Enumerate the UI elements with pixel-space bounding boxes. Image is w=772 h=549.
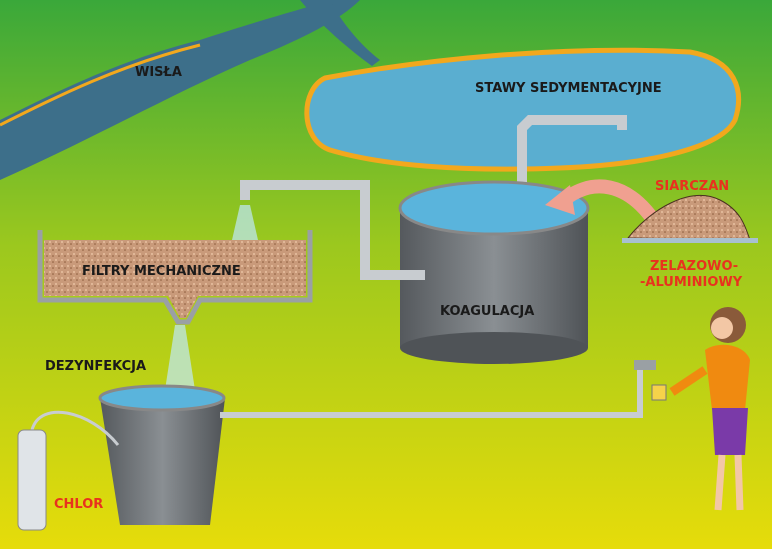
- sulfate-tray: [622, 238, 758, 243]
- ponds-label: STAWY SEDYMENTACYJNE: [475, 81, 662, 96]
- sulfate-label-1: SIARCZAN: [655, 179, 729, 194]
- woman-arm: [669, 366, 708, 396]
- woman-shirt: [705, 344, 750, 410]
- disinfection-label: DEZYNFEKCJA: [45, 359, 146, 374]
- filter-stream: [165, 325, 195, 390]
- pond-pipe: [517, 115, 627, 205]
- chlorine-cylinder: [17, 429, 47, 531]
- glass: [651, 384, 667, 401]
- river-channel: [300, 0, 380, 66]
- coagulation-tank-bottom: [400, 332, 588, 364]
- disinfection-tank: [100, 398, 225, 525]
- woman-skirt: [712, 408, 748, 455]
- sulfate-label-3: -ALUMINIOWY: [640, 275, 743, 290]
- tap: [634, 360, 656, 370]
- woman-legs: [714, 454, 744, 511]
- coagulation-pipe: [240, 180, 425, 280]
- sedimentation-ponds: [304, 47, 741, 172]
- filter-frame: [37, 230, 313, 325]
- chlorine-label: CHLOR: [54, 497, 103, 512]
- woman-face: [711, 317, 733, 339]
- sulfate-pile: [626, 195, 751, 241]
- coagulation-label: KOAGULACJA: [440, 304, 534, 319]
- disinfection-water: [98, 384, 226, 412]
- river-shore: [0, 43, 201, 127]
- water-stream: [232, 205, 258, 240]
- coagulation-water: [398, 180, 590, 236]
- mechanical-filters: [44, 240, 306, 318]
- chlorine-hose: [30, 410, 120, 446]
- dosing-arrow-head: [545, 185, 575, 215]
- sulfate-label-2: ZELAZOWO-: [650, 259, 738, 274]
- supply-pipe: [220, 370, 643, 418]
- river-label: WISŁA: [135, 65, 182, 80]
- filters-label: FILTRY MECHANICZNE: [82, 264, 241, 279]
- river: [0, 0, 360, 180]
